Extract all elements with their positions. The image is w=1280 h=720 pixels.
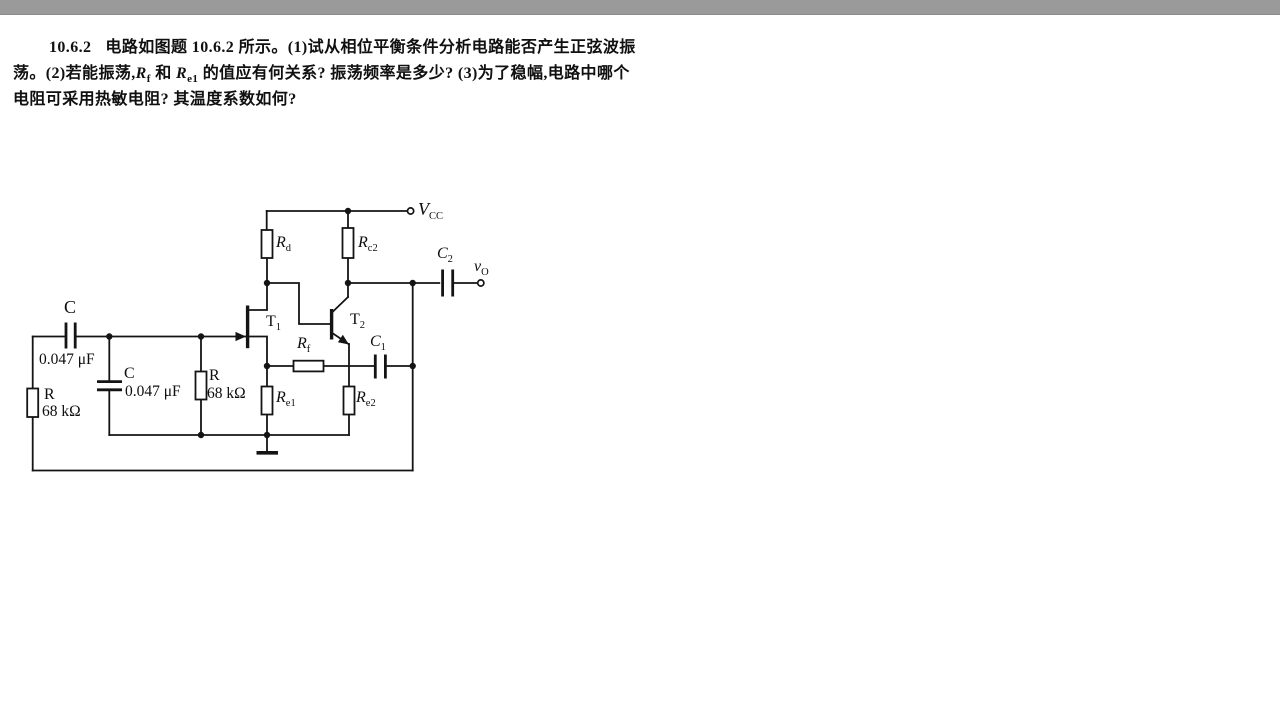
top-gray-bar: [0, 0, 1280, 15]
res-left-value: 68 kΩ: [42, 403, 81, 420]
t2-collector-lead: [331, 295, 350, 313]
resistor-r-mid: [194, 370, 208, 401]
vo-terminal: [476, 279, 485, 287]
re1-symbol: R: [176, 65, 188, 82]
problem-line1-body: 电路如图题 10.6.2 所示。(1)试从相位平衡条件分析电路能否产生正弦波振: [105, 39, 636, 56]
wire-rd-branch: [249, 210, 268, 311]
res-mid-label: R: [209, 367, 220, 384]
problem-line-1: 10.6.2 电路如图题 10.6.2 所示。(1)试从相位平衡条件分析电路能否产…: [49, 33, 636, 57]
resistor-re2: [342, 385, 356, 416]
junction-dots: [106, 207, 416, 439]
capacitor-c-mid: [97, 380, 122, 392]
rc2-label: Rc2: [358, 234, 378, 254]
c2-label: C2: [437, 245, 453, 265]
rf-symbol: R: [135, 65, 147, 82]
resistor-rc2: [341, 227, 355, 259]
re1-subscript: e1: [187, 73, 199, 85]
re1-label: Re1: [276, 389, 296, 409]
cap-mid-value: 0.047 μF: [125, 383, 181, 400]
resistor-rf: [292, 359, 325, 373]
line2-post: 的值应有何关系? 振荡频率是多少? (3)为了稳幅,电路中哪个: [198, 65, 630, 82]
wire-t1-source: [249, 335, 268, 367]
res-mid-value: 68 kΩ: [207, 385, 246, 402]
res-left-label: R: [44, 386, 55, 403]
re2-label: Re2: [356, 389, 376, 409]
capacitor-c1: [373, 354, 387, 379]
resistor-r-left: [26, 387, 40, 418]
vo-label: vO: [474, 258, 489, 278]
line2-mid: 和: [150, 65, 177, 82]
t1-gate-arrow: [235, 331, 246, 342]
rf-label: Rf: [297, 335, 311, 355]
vcc-terminal: [406, 207, 415, 215]
t2-label: T2: [350, 311, 366, 331]
vcc-label: VCC: [418, 199, 444, 222]
capacitor-c2: [441, 269, 455, 297]
problem-number: 10.6.2: [49, 39, 92, 56]
cap-top-value: 0.047 μF: [39, 351, 95, 368]
resistor-rd: [260, 229, 274, 259]
cap-top-label: C: [64, 297, 77, 317]
line2-pre: 荡。(2)若能振荡,: [13, 65, 136, 82]
problem-line-3: 电阻可采用热敏电阻? 其温度系数如何?: [13, 91, 297, 108]
wire-t2-base-jog: [266, 282, 331, 325]
c1-label: C1: [370, 333, 386, 353]
t2-emitter-arrow: [337, 334, 349, 345]
problem-line-2: 荡。(2)若能振荡,Rf 和 Re1 的值应有何关系? 振荡频率是多少? (3)…: [13, 59, 630, 85]
t1-label: T1: [266, 313, 282, 333]
capacitor-c-top: [64, 322, 77, 349]
cap-mid-label: C: [124, 365, 135, 382]
rf-subscript: f: [146, 73, 151, 85]
rd-label: Rd: [276, 234, 292, 254]
resistor-re1: [260, 385, 274, 416]
